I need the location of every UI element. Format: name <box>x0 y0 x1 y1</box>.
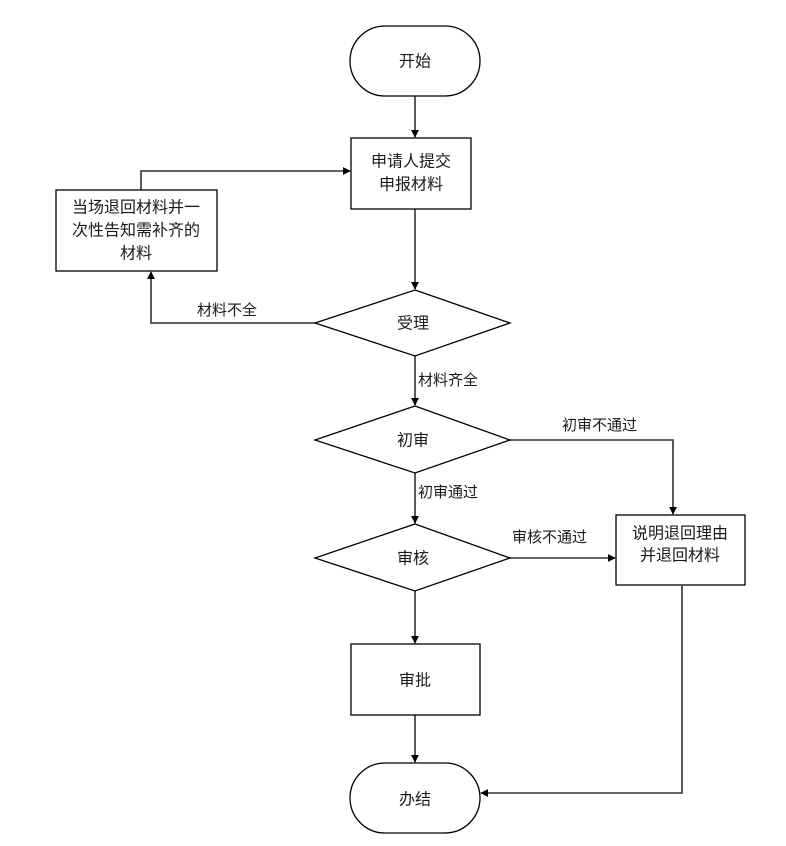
edge-reject-to-end <box>480 586 683 797</box>
edge-label-initial-pass: 初审通过 <box>418 483 478 501</box>
edge-label-audit-fail: 审核不通过 <box>512 528 587 546</box>
node-start: 开始 <box>349 25 481 97</box>
edge-label-incomplete: 材料不全 <box>197 301 257 319</box>
node-return-materials: 当场退回材料并一 次性告知需补齐的 材料 <box>55 189 218 272</box>
node-label-end: 办结 <box>399 790 431 809</box>
node-label-accept: 受理 <box>397 314 429 333</box>
decision-shape-accept <box>312 289 512 357</box>
node-label-reject-line-1: 说明退回理由 <box>632 524 728 543</box>
node-audit: 审核 <box>312 523 512 592</box>
node-label-approve: 审批 <box>399 671 431 690</box>
edge-label-initial-fail: 初审不通过 <box>562 416 637 434</box>
terminal-shape-end <box>349 762 481 834</box>
node-approve: 审批 <box>350 643 481 716</box>
node-label-submit-line-2: 申报材料 <box>379 175 443 194</box>
node-label-return-line-3: 材料 <box>120 244 152 263</box>
decision-shape-initial <box>312 405 512 474</box>
node-label-submit-line-1: 申请人提交 <box>371 152 451 171</box>
process-shape-reject <box>615 514 746 586</box>
node-end: 办结 <box>349 762 481 834</box>
decision-shape-audit <box>312 523 512 592</box>
edge-labels: 材料不全 材料齐全 初审不通过 初审通过 审核不通过 <box>197 301 637 546</box>
node-reject: 说明退回理由 并退回材料 <box>615 514 746 586</box>
process-shape-return <box>55 189 218 272</box>
node-label-start: 开始 <box>399 52 431 71</box>
edge-label-complete: 材料齐全 <box>418 371 478 389</box>
edges <box>140 96 683 797</box>
process-shape-approve <box>350 643 481 716</box>
process-shape-submit <box>350 137 472 210</box>
node-label-return-line-2: 次性告知需补齐的 <box>72 221 200 240</box>
edge-return-to-submit <box>140 167 351 190</box>
terminal-shape-start <box>349 25 481 97</box>
node-initial-review: 初审 <box>312 405 512 474</box>
edge-accept-to-return <box>147 271 315 324</box>
edge-initial-to-reject <box>510 439 677 515</box>
node-label-audit: 审核 <box>397 549 429 568</box>
node-label-initial: 初审 <box>397 431 429 450</box>
node-label-reject-line-2: 并退回材料 <box>640 546 720 565</box>
node-accept: 受理 <box>312 289 512 357</box>
node-submit: 申请人提交 申报材料 <box>350 137 472 210</box>
node-label-return-line-1: 当场退回材料并一 <box>72 198 200 217</box>
